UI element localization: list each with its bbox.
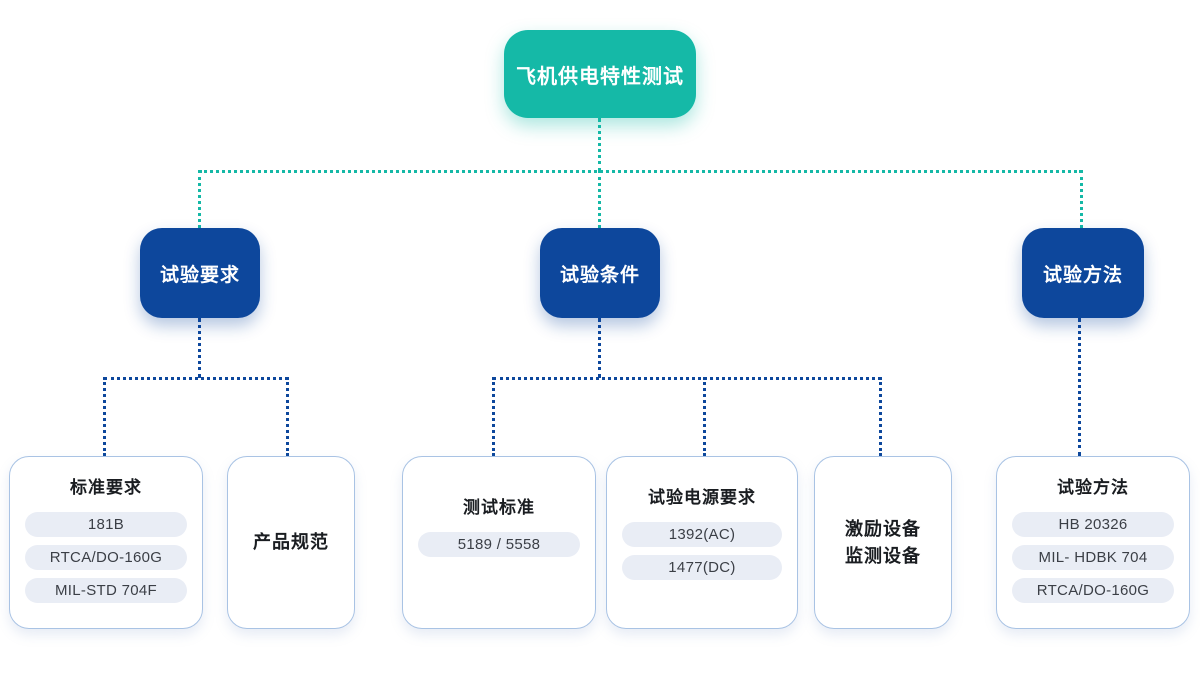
teal-horizontal-line xyxy=(199,170,1082,173)
branch3-stem-line xyxy=(1078,318,1081,456)
branch-node-label: 试验条件 xyxy=(559,264,640,286)
leaf-card-test-methods: 试验方法 HB 20326 MIL- HDBK 704 RTCA/DO-160G xyxy=(996,456,1190,629)
leaf-title: 试验电源要求 xyxy=(648,488,756,507)
branch-node-test-methods: 试验方法 xyxy=(1022,228,1144,318)
branch1-drop-right-line xyxy=(286,377,289,456)
branch2-drop-right-line xyxy=(879,377,882,456)
branch2-drop-middle-line xyxy=(703,377,706,456)
branch2-stem-line xyxy=(598,318,601,378)
leaf-line-2: 监测设备 xyxy=(845,545,921,566)
leaf-card-standard-requirements: 标准要求 181B RTCA/DO-160G MIL-STD 704F xyxy=(9,456,203,629)
pill-item: HB 20326 xyxy=(1012,512,1174,537)
branch-node-label: 试验要求 xyxy=(159,264,240,286)
branch-node-label: 试验方法 xyxy=(1042,264,1123,286)
leaf-title: 产品规范 xyxy=(253,532,329,552)
leaf-title: 测试标准 xyxy=(463,498,535,517)
pill-item: RTCA/DO-160G xyxy=(25,545,187,570)
branch2-drop-left-line xyxy=(492,377,495,456)
leaf-title: 试验方法 xyxy=(1057,478,1129,497)
pill-item: 1477(DC) xyxy=(622,555,782,580)
branch-node-test-conditions: 试验条件 xyxy=(540,228,660,318)
leaf-line-1: 激励设备 xyxy=(845,518,921,539)
branch1-drop-left-line xyxy=(103,377,106,456)
branch-node-test-requirements: 试验要求 xyxy=(140,228,260,318)
pill-item: MIL-STD 704F xyxy=(25,578,187,603)
pill-item: 181B xyxy=(25,512,187,537)
teal-drop-middle-line xyxy=(598,170,601,228)
leaf-card-test-standards: 测试标准 5189 / 5558 xyxy=(402,456,596,629)
branch2-horizontal-line xyxy=(493,377,881,380)
leaf-title: 激励设备 监测设备 xyxy=(845,516,921,570)
pill-item: MIL- HDBK 704 xyxy=(1012,545,1174,570)
leaf-card-product-specification: 产品规范 xyxy=(227,456,355,629)
teal-drop-left-line xyxy=(198,170,201,228)
root-node-label: 飞机供电特性测试 xyxy=(516,65,684,88)
pill-item: RTCA/DO-160G xyxy=(1012,578,1174,603)
pill-item: 1392(AC) xyxy=(622,522,782,547)
leaf-card-excitation-monitoring-equipment: 激励设备 监测设备 xyxy=(814,456,952,629)
root-stem-line xyxy=(598,118,601,172)
pill-item: 5189 / 5558 xyxy=(418,532,580,557)
root-node: 飞机供电特性测试 xyxy=(504,30,696,118)
leaf-title: 标准要求 xyxy=(70,478,142,497)
branch1-horizontal-line xyxy=(104,377,288,380)
leaf-card-test-power-requirements: 试验电源要求 1392(AC) 1477(DC) xyxy=(606,456,798,629)
branch1-stem-line xyxy=(198,318,201,378)
teal-drop-right-line xyxy=(1080,170,1083,228)
